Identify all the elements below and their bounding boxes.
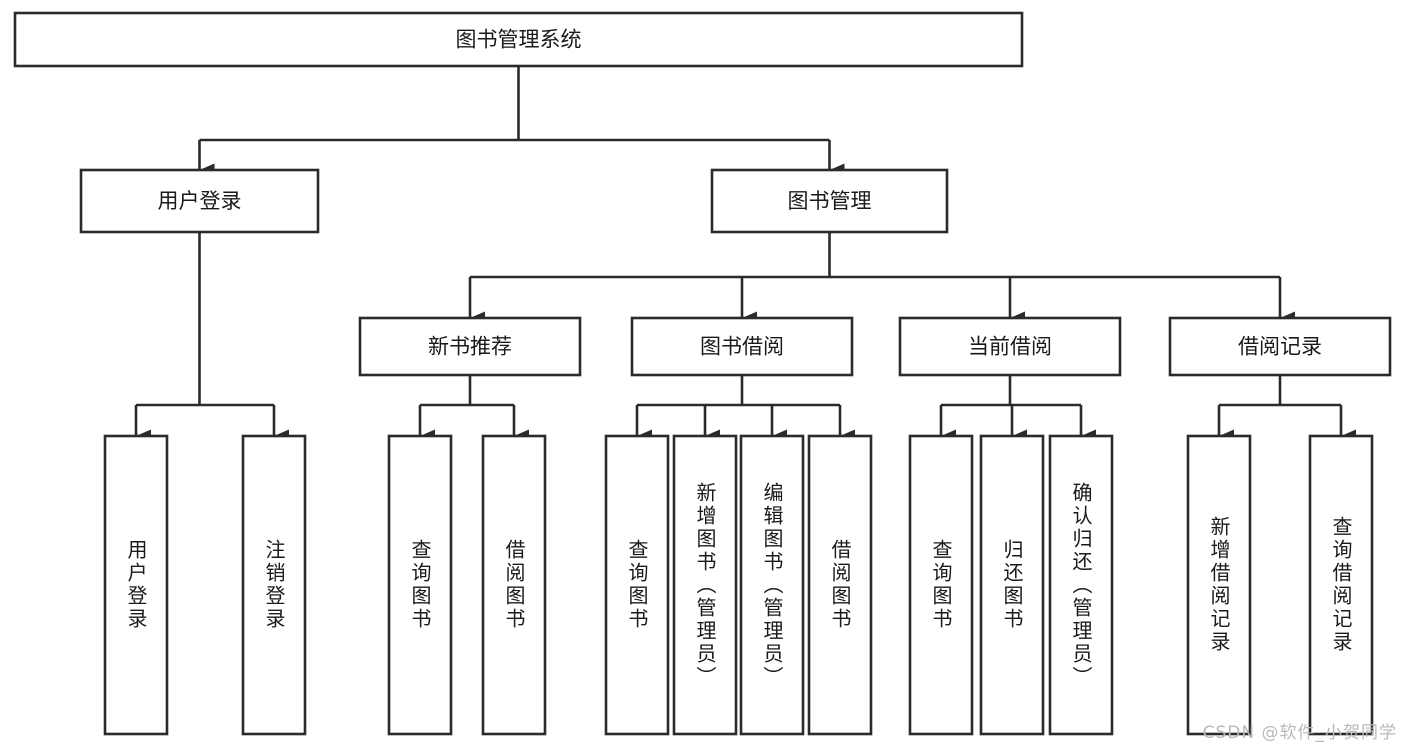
- node-box-用户登录[interactable]: [79, 168, 320, 234]
- boxes-layer: [13, 11, 1392, 736]
- node-label-借阅记录: 借阅记录: [1238, 335, 1322, 359]
- node-box-新增借阅记录[interactable]: [1186, 434, 1252, 736]
- node-box-注销登录[interactable]: [241, 434, 307, 736]
- node-box-图书借阅[interactable]: [630, 316, 854, 377]
- node-label-图书管理: 图书管理: [788, 189, 872, 213]
- node-box-借阅图书[interactable]: [481, 434, 547, 736]
- node-label-图书借阅: 图书借阅: [700, 335, 784, 359]
- node-box-借阅图书[interactable]: [807, 434, 873, 736]
- node-box-图书管理系统[interactable]: [13, 11, 1024, 68]
- node-label-用户登录: 用户登录: [158, 189, 242, 213]
- node-box-当前借阅[interactable]: [898, 316, 1122, 377]
- node-label-新书推荐: 新书推荐: [428, 335, 512, 359]
- node-box-用户登录[interactable]: [103, 434, 169, 736]
- connectors-layer: [134, 66, 1356, 443]
- node-box-新增图书管理员[interactable]: [672, 434, 738, 736]
- node-box-查询图书[interactable]: [908, 434, 974, 736]
- node-box-查询图书[interactable]: [387, 434, 453, 736]
- node-label-当前借阅: 当前借阅: [968, 335, 1052, 359]
- node-box-查询图书[interactable]: [604, 434, 670, 736]
- node-box-编辑图书管理员[interactable]: [739, 434, 805, 736]
- node-box-归还图书[interactable]: [979, 434, 1045, 736]
- node-box-借阅记录[interactable]: [1168, 316, 1392, 377]
- node-box-图书管理[interactable]: [710, 168, 949, 234]
- node-label-图书管理系统: 图书管理系统: [456, 28, 582, 52]
- node-box-查询借阅记录[interactable]: [1308, 434, 1374, 736]
- node-box-确认归还管理员[interactable]: [1048, 434, 1114, 736]
- watermark-text: CSDN @软件_小贺同学: [1202, 723, 1397, 743]
- node-box-新书推荐[interactable]: [358, 316, 582, 377]
